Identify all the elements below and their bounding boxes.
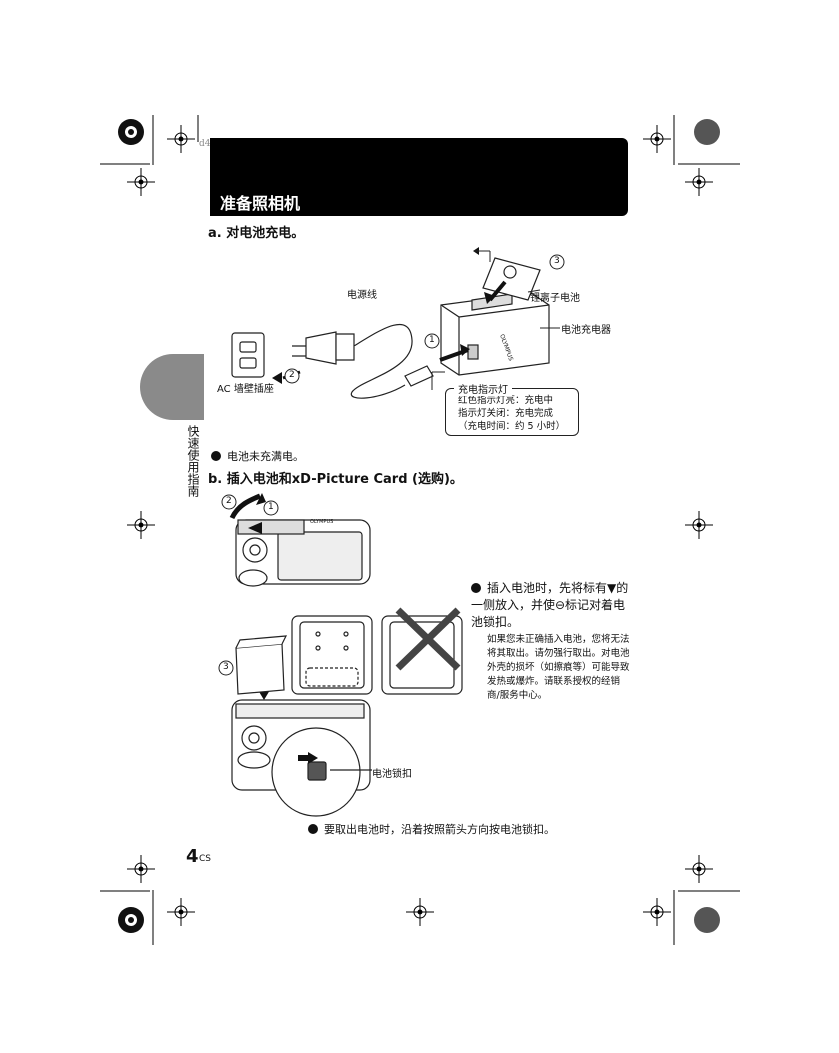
indicator-line-3: （充电时间：约 5 小时） — [458, 421, 566, 432]
battery-lock-label: 电池锁扣 — [372, 769, 412, 780]
page-title: 准备照相机 — [220, 194, 301, 213]
charger-illustration: OLYMPUS — [440, 292, 550, 376]
page-language: CS — [199, 854, 211, 864]
charge-indicator-title: 充电指示灯 — [454, 381, 512, 396]
camera-brand-label: OLYMPUS — [310, 519, 334, 525]
page-number: 4 — [186, 846, 199, 867]
battery-wrong-panel — [381, 615, 463, 695]
removal-note-text: 要取出电池时，沿着按照箭头方向按电池锁扣。 — [324, 823, 555, 836]
lithium-battery-label: 锂离子电池 — [530, 293, 580, 304]
indicator-line-2: 指示灯关闭：充电完成 — [458, 408, 554, 419]
tip-main-text: 插入电池时，先将标有▼的一侧放入，并使⊖标记对着电池锁扣。 — [471, 581, 629, 629]
battery-charger-label: 电池充电器 — [561, 325, 611, 336]
step-1-marker: 1 — [429, 335, 435, 345]
camera-bottom-illustration — [231, 699, 372, 817]
section-a-note-text: 电池未充满电。 — [227, 450, 304, 463]
tip-sub: 如果您未正确插入电池，您将无法将其取出。请勿强行取出。对电池外壳的损坏（如擦痕等… — [487, 634, 630, 701]
step-1-marker-b: 1 — [268, 502, 274, 512]
step-2-marker: 2 — [289, 370, 295, 380]
wall-outlet-illustration — [231, 332, 265, 378]
section-a-heading: a. 对电池充电。 — [208, 226, 305, 241]
wall-outlet-label: AC 墙壁插座 — [217, 384, 274, 395]
battery-small-illustration — [235, 635, 288, 695]
wrong-x-icon — [395, 607, 461, 671]
starburst-icon — [118, 119, 720, 933]
step-3-marker: 3 — [554, 256, 560, 266]
side-tab-label: 快速使用指南 — [186, 425, 200, 497]
section-a-note: 电池未充满电。 — [211, 448, 304, 464]
battery-correct-panel — [291, 615, 373, 695]
tip-main: 插入电池时，先将标有▼的一侧放入，并使⊖标记对着电池锁扣。 — [471, 580, 631, 631]
removal-note: 要取出电池时，沿着按照箭头方向按电池锁扣。 — [308, 821, 555, 837]
indicator-line-1: 红色指示灯亮：充电中 — [458, 395, 554, 406]
section-b-heading: b. 插入电池和xD-Picture Card (选购)。 — [208, 472, 463, 487]
header-bar — [210, 138, 628, 216]
charge-indicator-box: 红色指示灯亮：充电中 指示灯关闭：充电完成 （充电时间：约 5 小时） — [445, 388, 579, 436]
bullet-icon — [308, 824, 318, 834]
side-tab — [140, 354, 204, 420]
camera-top-illustration — [235, 519, 371, 587]
power-cord-illustration — [292, 323, 434, 399]
step-2-marker-b: 2 — [226, 496, 232, 506]
battery-insert-tips: 插入电池时，先将标有▼的一侧放入，并使⊖标记对着电池锁扣。 如果您未正确插入电池… — [471, 580, 631, 703]
bullet-icon — [471, 583, 481, 593]
bullet-icon — [211, 451, 221, 461]
power-cord-label: 电源线 — [347, 290, 377, 301]
step-3-marker-b: 3 — [223, 662, 229, 672]
page-code: d4 — [199, 139, 211, 149]
